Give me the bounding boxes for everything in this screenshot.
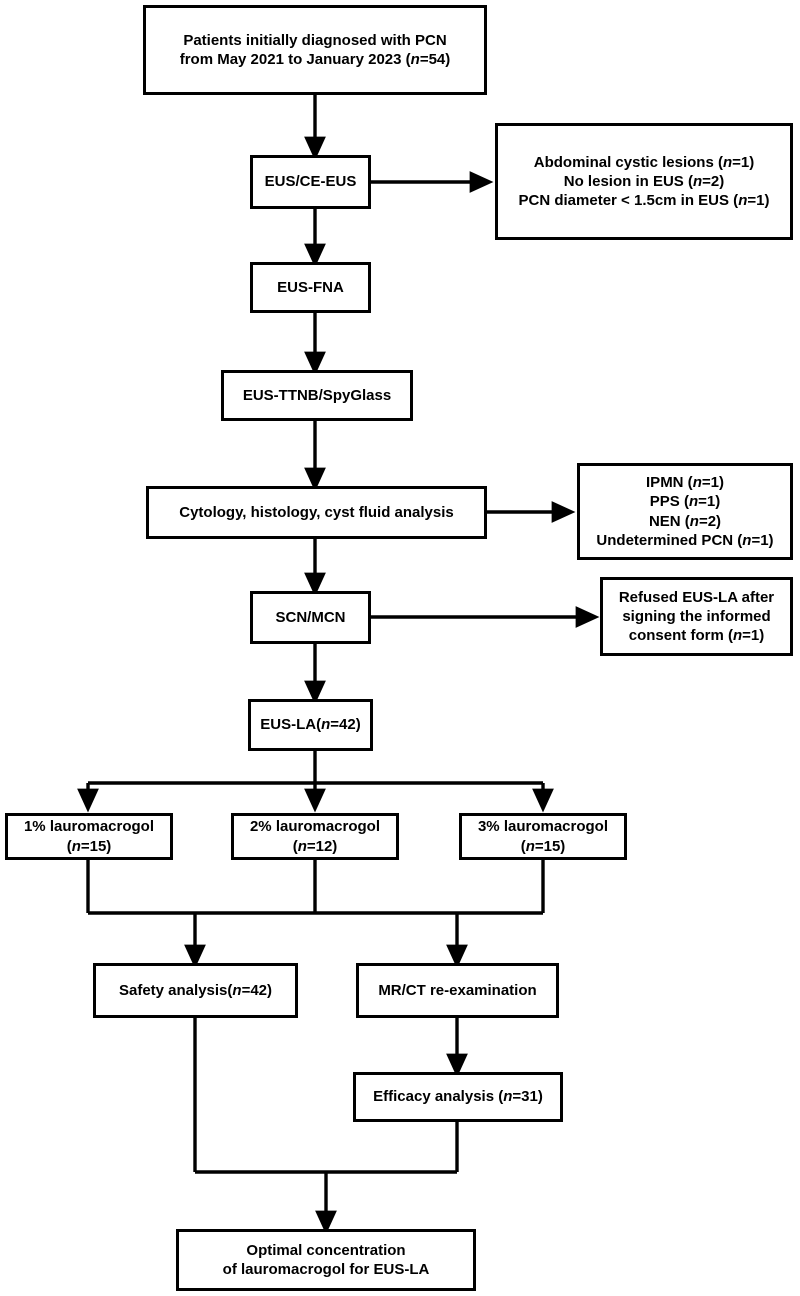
node-excluded-after-eus-label: Abdominal cystic lesions (n=1)No lesion … — [518, 153, 770, 210]
node-group-2-percent-label: 2% lauromacrogol(n=12) — [249, 818, 381, 855]
node-eus-fna: EUS-FNA — [250, 262, 371, 313]
node-safety-analysis: Safety analysis(n=42) — [93, 963, 298, 1018]
node-cytology-histology-label: Cytology, histology, cyst fluid analysis — [179, 503, 454, 521]
node-group-2-percent: 2% lauromacrogol(n=12) — [231, 813, 399, 860]
node-scn-mcn-label: SCN/MCN — [275, 608, 346, 626]
node-eus-ce-eus-label: EUS/CE-EUS — [264, 173, 357, 191]
node-eus-fna-label: EUS-FNA — [277, 278, 344, 296]
node-scn-mcn: SCN/MCN — [250, 591, 371, 644]
node-eus-ttnb-spyglass: EUS-TTNB/SpyGlass — [221, 370, 413, 421]
node-efficacy-analysis-label: Efficacy analysis (n=31) — [373, 1088, 543, 1106]
node-group-3-percent-label: 3% lauromacrogol(n=15) — [477, 818, 609, 855]
node-conclusion-label: Optimal concentration of lauromacrogol f… — [222, 1241, 430, 1278]
node-eus-ttnb-spyglass-label: EUS-TTNB/SpyGlass — [242, 386, 392, 404]
node-conclusion: Optimal concentration of lauromacrogol f… — [176, 1229, 476, 1291]
node-eus-la: EUS-LA(n=42) — [248, 699, 373, 751]
node-efficacy-analysis: Efficacy analysis (n=31) — [353, 1072, 563, 1122]
node-eus-la-label: EUS-LA(n=42) — [260, 716, 361, 734]
node-safety-analysis-label: Safety analysis(n=42) — [118, 981, 273, 999]
node-excluded-after-eus: Abdominal cystic lesions (n=1)No lesion … — [495, 123, 793, 240]
node-excluded-after-cytology-label: IPMN (n=1)PPS (n=1)NEN (n=2)Undetermined… — [596, 474, 774, 549]
node-excluded-after-cytology: IPMN (n=1)PPS (n=1)NEN (n=2)Undetermined… — [577, 463, 793, 560]
node-group-3-percent: 3% lauromacrogol(n=15) — [459, 813, 627, 860]
node-group-1-percent: 1% lauromacrogol(n=15) — [5, 813, 173, 860]
node-cytology-histology: Cytology, histology, cyst fluid analysis — [146, 486, 487, 539]
node-mr-ct-reexamination: MR/CT re-examination — [356, 963, 559, 1018]
node-mr-ct-reexamination-label: MR/CT re-examination — [378, 981, 537, 999]
node-eus-ce-eus: EUS/CE-EUS — [250, 155, 371, 209]
node-group-1-percent-label: 1% lauromacrogol(n=15) — [23, 818, 155, 855]
